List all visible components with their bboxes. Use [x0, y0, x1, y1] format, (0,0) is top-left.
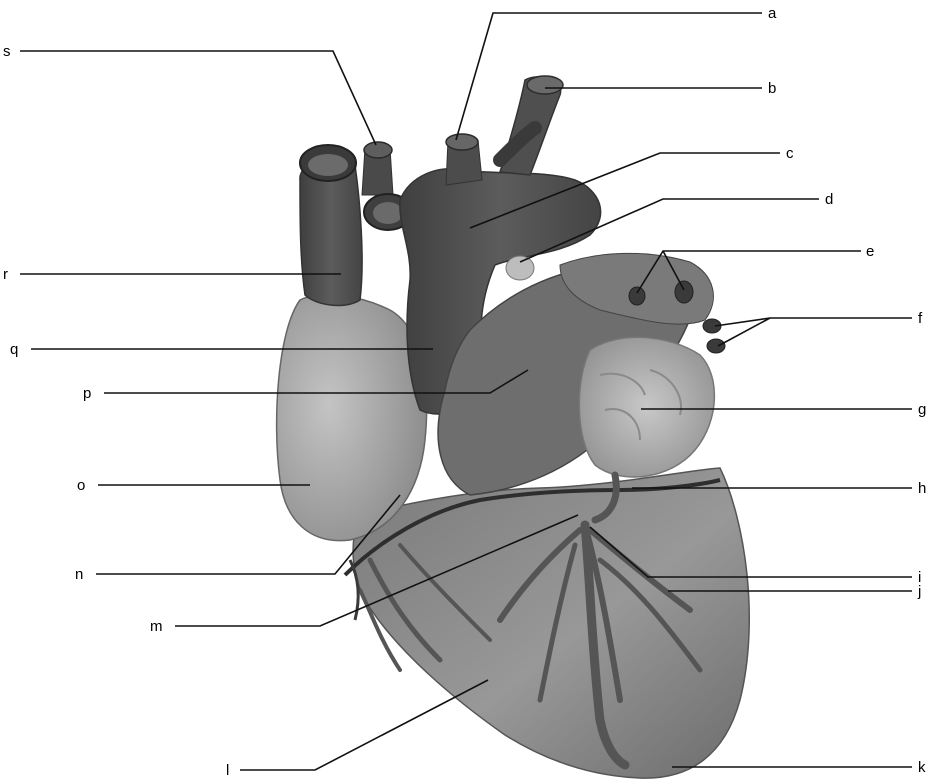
label-n: n	[75, 566, 83, 583]
heart-illustration	[277, 76, 750, 778]
label-p: p	[83, 385, 91, 402]
vessel-s-opening	[364, 142, 392, 158]
leader-a	[456, 13, 762, 140]
pulmonary-vein-f2	[707, 339, 725, 353]
label-q: q	[10, 341, 18, 358]
leader-f1	[715, 318, 912, 326]
leader-s	[20, 51, 376, 145]
label-j: j	[917, 583, 921, 600]
label-c: c	[786, 145, 794, 162]
label-a: a	[768, 5, 777, 22]
label-h: h	[918, 480, 926, 497]
label-r: r	[3, 266, 8, 283]
ventricles	[353, 468, 749, 778]
label-k: k	[918, 759, 926, 776]
pulmonary-vein-e2	[675, 281, 693, 303]
label-d: d	[825, 191, 833, 208]
label-g: g	[918, 401, 926, 418]
pulmonary-vein-e1	[629, 287, 645, 305]
left-auricle	[579, 337, 714, 477]
label-m: m	[150, 618, 163, 635]
label-b: b	[768, 80, 776, 97]
right-atrium	[277, 295, 427, 541]
label-s: s	[3, 43, 11, 60]
label-f: f	[918, 310, 923, 327]
label-o: o	[77, 477, 85, 494]
label-e: e	[866, 243, 874, 260]
label-l: l	[226, 762, 229, 779]
ligamentum-d	[506, 256, 534, 280]
